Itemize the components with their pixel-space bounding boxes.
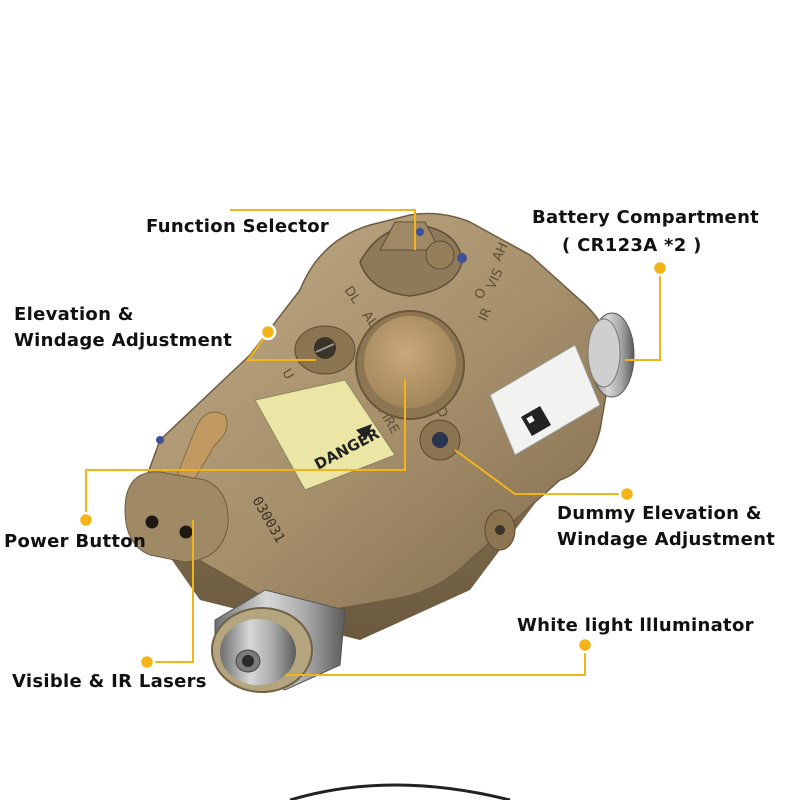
marker-dot xyxy=(138,653,156,671)
screw-icon xyxy=(416,228,424,236)
laser-block xyxy=(124,471,229,563)
white-light-head xyxy=(211,589,346,693)
label-battery-line1: Battery Compartment xyxy=(532,207,760,228)
spec-label xyxy=(489,344,601,456)
leader-elevation xyxy=(246,331,316,361)
elevation-knob xyxy=(294,325,356,375)
marker-dot xyxy=(576,636,594,654)
side-knob xyxy=(484,509,516,551)
cable xyxy=(289,783,511,800)
leader-lasers xyxy=(147,520,194,663)
function-selector-knob xyxy=(359,221,463,297)
label-battery-line2: ( CR123A *2 ) xyxy=(562,235,702,256)
leader-function-selector xyxy=(230,209,416,250)
battery-cap xyxy=(587,312,635,398)
label-elevation-line2: Windage Adjustment xyxy=(14,330,233,351)
label-dummy-line2: Windage Adjustment xyxy=(557,529,776,550)
label-dummy-line1: Dummy Elevation & xyxy=(557,503,762,524)
mode-mark: IR xyxy=(476,306,495,324)
mode-mark: AH xyxy=(490,240,511,263)
label-lasers: Visible & IR Lasers xyxy=(12,671,207,692)
marker-dot xyxy=(77,511,95,529)
leader-white-light xyxy=(285,645,586,676)
power-pad xyxy=(355,310,465,420)
label-white-light: White light llluminator xyxy=(517,615,754,636)
marker-dot xyxy=(259,323,277,341)
screw-icon xyxy=(457,253,467,263)
dummy-elevation-knob xyxy=(419,419,461,461)
leader-power xyxy=(85,380,406,520)
marker-dot xyxy=(618,485,636,503)
power-button-cap xyxy=(156,411,228,496)
leader-dummy xyxy=(454,449,627,495)
danger-label: DANGER xyxy=(254,379,396,491)
label-function-selector: Function Selector xyxy=(146,216,330,237)
marker-dot xyxy=(651,259,669,277)
label-power-button: Power Button xyxy=(4,531,147,552)
leader-battery xyxy=(625,268,661,361)
label-elevation-line1: Elevation & xyxy=(14,304,134,325)
